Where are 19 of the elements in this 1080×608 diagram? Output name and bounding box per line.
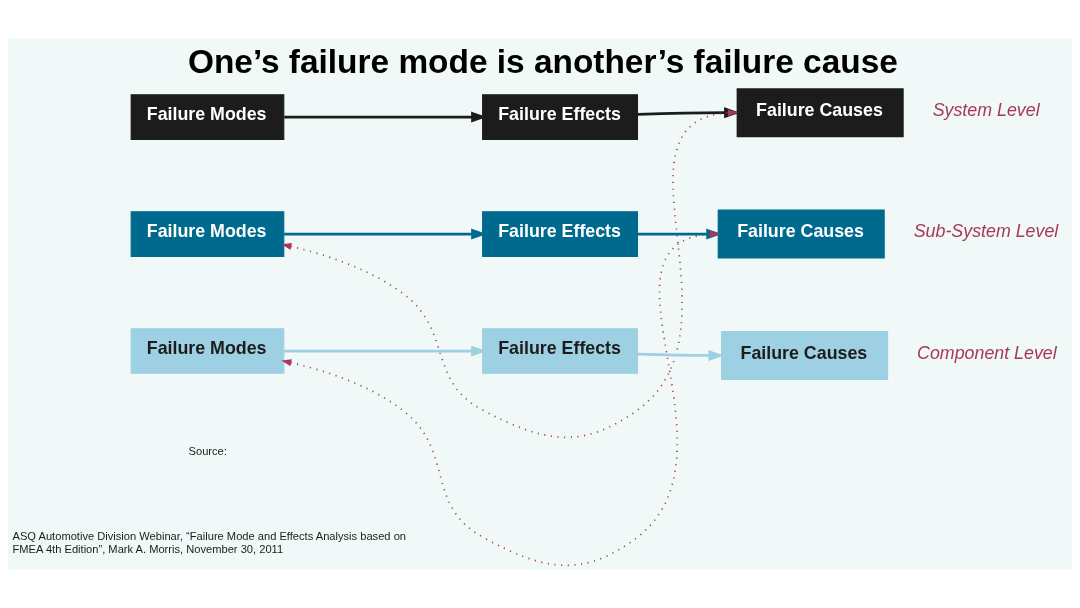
node-box: Failure Effects	[482, 328, 639, 374]
diagram-title: One’s failure mode is another’s failure cause	[187, 42, 898, 80]
node-box: Failure Modes	[130, 211, 285, 257]
arrow	[637, 107, 740, 119]
label: ASQ Automotive Division Webinar, “Failure Mode and Effects Analysis based on FMEA 4th Edition”, Mark A. Morris, November 30, 2011	[12, 530, 407, 555]
node-label: System Level	[932, 99, 1040, 120]
node-box: Failure Effects	[482, 94, 639, 140]
node-label: Component Level	[917, 342, 1057, 363]
arrow	[281, 230, 721, 567]
node-box: Failure Causes	[721, 331, 889, 380]
node-box: Failure Modes	[130, 94, 285, 140]
node-box: Failure Causes	[736, 88, 904, 138]
label: Source:	[188, 445, 227, 458]
node-box: Failure Effects	[482, 211, 639, 257]
node-label: Sub-System Level	[913, 221, 1059, 242]
arrow	[281, 109, 739, 439]
node-box: Failure Modes	[130, 328, 285, 374]
node-box: Failure Causes	[717, 209, 885, 259]
arrow	[637, 228, 722, 240]
